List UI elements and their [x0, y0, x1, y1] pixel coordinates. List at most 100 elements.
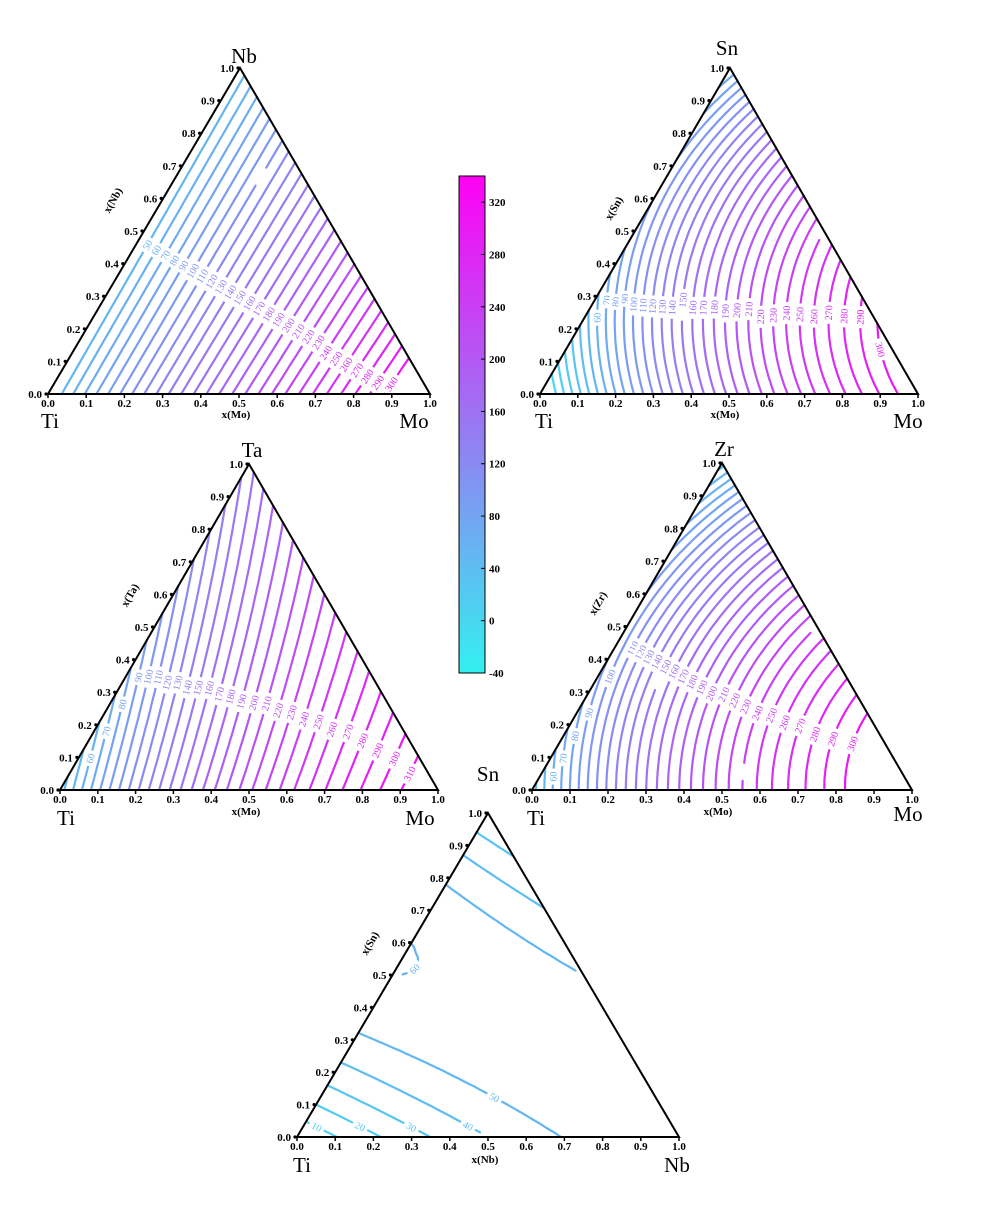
contour-labels: 6070809010011012013014015016017018019020…	[546, 635, 862, 785]
contour-line	[842, 275, 864, 396]
corner-left-label: Ti	[535, 409, 553, 433]
tick-mark	[56, 788, 60, 792]
contour-line	[571, 337, 582, 396]
contour-label: 90	[581, 703, 597, 723]
bottom-tick-label: 1.0	[905, 794, 919, 806]
left-tick-label: 0.7	[411, 905, 425, 917]
tick-mark	[661, 559, 665, 563]
tick-mark	[121, 262, 125, 266]
bottom-tick-label: 0.5	[242, 794, 256, 806]
tick-mark	[226, 495, 230, 499]
contour-label-bg	[843, 731, 862, 756]
left-tick-label: 0.7	[173, 557, 187, 569]
contour-label-text: 60	[593, 313, 604, 323]
tick-mark	[528, 788, 532, 792]
tick-mark	[446, 876, 450, 880]
bottom-tick-label: 0.2	[129, 794, 143, 806]
contour-label-text: 290	[370, 742, 386, 760]
bottom-tick-label: 0.3	[156, 398, 170, 410]
bottom-tick-label: 0.0	[41, 398, 55, 410]
left-tick-label: 1.0	[710, 63, 724, 75]
ternary-panel-ti-zr-mo: Zr Ti Mo x(Mo) x(Zr) 6070809010011012013…	[512, 437, 922, 830]
contour-label-bg	[345, 357, 368, 383]
left-tick-label: 1.0	[468, 808, 482, 820]
tick-mark	[236, 66, 240, 70]
contour-label: 280	[352, 728, 372, 754]
bottom-tick-label: 0.6	[753, 794, 767, 806]
contour-label-bg	[774, 710, 795, 735]
contour-label-text: 90	[620, 293, 632, 304]
left-tick-label: 0.7	[645, 556, 659, 568]
tick-mark	[82, 327, 86, 331]
bottom-tick-label: 0.4	[684, 398, 698, 410]
contour-label: 220	[754, 305, 767, 328]
contour-label-bg	[146, 240, 166, 261]
left-tick-label: 0.8	[191, 524, 205, 536]
contour-label-bg	[399, 761, 420, 787]
left-tick-label: 0.5	[615, 226, 629, 238]
contour-label-bg	[287, 318, 310, 344]
bottom-tick-label: 1.0	[911, 398, 925, 410]
contour-label-bg	[350, 1117, 371, 1136]
bottom-tick-label: 0.1	[79, 398, 93, 410]
tick-mark	[547, 755, 551, 759]
contour-label-bg	[546, 768, 560, 785]
bottom-tick-label: 1.0	[423, 398, 437, 410]
bottom-tick-label: 0.4	[204, 794, 218, 806]
contour-line	[666, 566, 784, 792]
tick-labels: 0.00.00.10.10.20.20.30.30.40.40.50.50.60…	[520, 63, 925, 410]
contour-line	[95, 106, 265, 396]
contour-label-text: 80	[611, 297, 623, 308]
bottom-axis-label: x(Mo)	[711, 409, 740, 421]
contour-label-text: 180	[709, 300, 721, 316]
contour-label: 270	[822, 301, 835, 324]
contour-label-bg	[267, 307, 290, 333]
contour-label-bg	[730, 299, 744, 322]
contour-label-text: 60	[85, 752, 98, 764]
bottom-tick-label: 0.6	[519, 1141, 533, 1153]
contour-label: 260	[322, 716, 342, 742]
contour-label-bg	[805, 721, 825, 747]
contour-label: 110	[636, 294, 650, 317]
contour-label-bg	[335, 351, 358, 377]
left-tick-label: 0.1	[59, 752, 73, 764]
colorbar-tick-label: 120	[489, 459, 506, 471]
contour-label-bg	[306, 1117, 327, 1136]
contour-label-text: 130	[657, 299, 669, 315]
bottom-tick-label: 0.1	[91, 794, 105, 806]
left-tick-label: 1.0	[229, 459, 243, 471]
contour-label: 210	[742, 297, 756, 321]
left-tick-label: 0.8	[430, 873, 444, 885]
left-tick-label: 0.7	[163, 161, 177, 173]
contour-line	[147, 530, 211, 792]
tick-mark	[207, 527, 211, 531]
bottom-tick-label: 0.8	[596, 1141, 610, 1153]
tick-mark	[350, 1038, 354, 1042]
bottom-tick-label: 0.0	[533, 398, 547, 410]
left-tick-label: 0.0	[28, 389, 42, 401]
contour-label-bg	[282, 700, 301, 725]
contour-label-bg	[567, 727, 583, 745]
contour-label: 290	[823, 726, 843, 752]
left-tick-label: 0.2	[315, 1067, 329, 1079]
contour-label: 200	[730, 299, 744, 322]
left-tick-label: 0.9	[210, 492, 224, 504]
tick-mark	[312, 1103, 316, 1107]
left-tick-label: 0.4	[596, 259, 610, 271]
tick-mark	[217, 99, 221, 103]
contour-label-bg	[314, 340, 337, 366]
contour-label-text: 70	[558, 753, 570, 764]
contour-label-bg	[352, 728, 372, 754]
bottom-tick-label: 0.4	[677, 794, 691, 806]
contour-label-bg	[822, 301, 835, 324]
left-tick-label: 0.0	[40, 785, 54, 797]
contour-label-bg	[793, 303, 807, 326]
tick-mark	[718, 461, 722, 465]
contour-label: 300	[843, 731, 862, 756]
contour-label-text: 270	[341, 723, 356, 741]
corner-top-label: Nb	[231, 44, 257, 68]
contour-label-bg	[837, 305, 851, 328]
contour-label-bg	[232, 689, 251, 714]
bottom-tick-label: 0.7	[798, 398, 812, 410]
contour-label: 270	[338, 719, 358, 745]
